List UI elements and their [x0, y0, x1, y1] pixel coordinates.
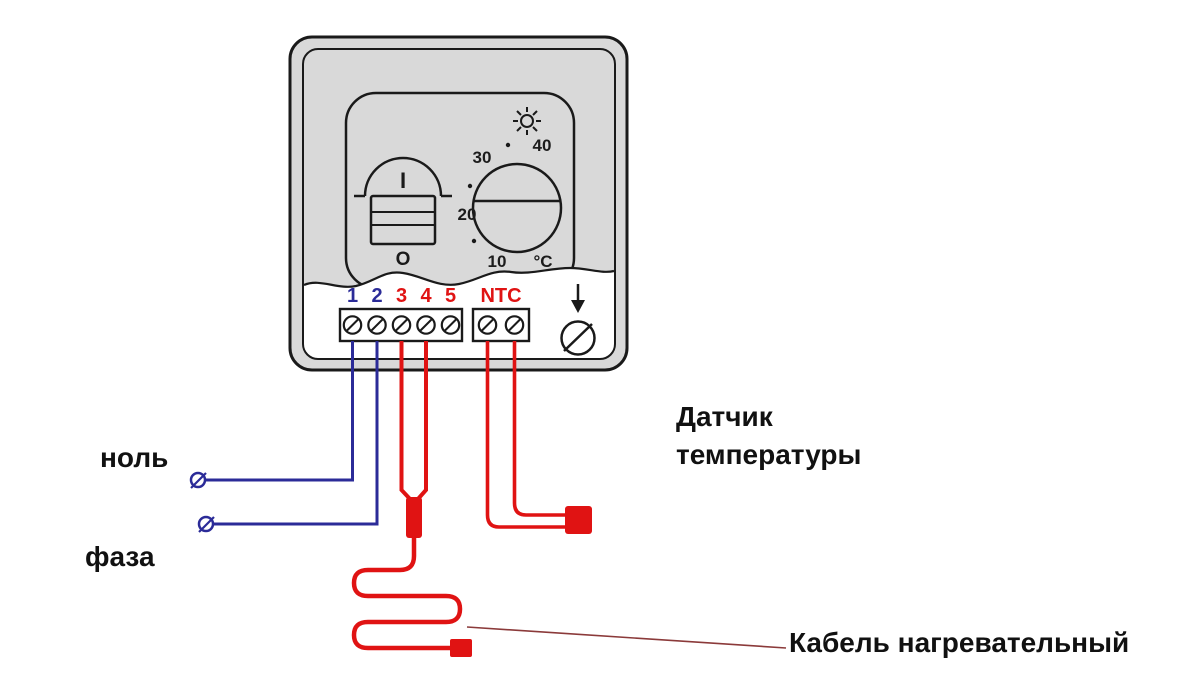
power-switch: I O [354, 156, 452, 270]
label-phase: фаза [85, 541, 155, 572]
dial-tick-10: 10 [488, 252, 507, 271]
label-sensor-line1: Датчик [676, 401, 774, 432]
sensor-wiring [485, 341, 592, 534]
dial-unit: °C [533, 252, 552, 271]
switch-grip [369, 194, 437, 246]
arrow-down-icon [571, 284, 585, 313]
phase-wire-path [214, 341, 379, 526]
heating-wire-terminal-4 [416, 341, 428, 501]
terminal-number-1: 1 [347, 285, 358, 307]
terminal-number-3: 3 [396, 285, 407, 307]
switch-off-mark: O [396, 249, 411, 270]
terminal-number-2: 2 [371, 285, 382, 307]
terminal-number-4: 4 [420, 285, 432, 307]
dial-scale-dot-1 [471, 238, 477, 244]
heating-cable-coil [351, 535, 463, 651]
phase-terminal-slash [198, 516, 215, 533]
body-inner-outline [302, 48, 616, 360]
cover-split-line [303, 266, 615, 288]
fixing-screw [560, 320, 596, 356]
ntc-label: NTC [480, 285, 521, 307]
thermostat: I O 30 40 20 10 [288, 35, 629, 372]
heating-cable [351, 341, 472, 657]
terminal-strip [338, 307, 464, 343]
neutral-wire [189, 341, 354, 489]
dial-tick-30: 30 [473, 148, 492, 167]
lamp-circle [520, 114, 534, 128]
cable-leader-line [466, 626, 787, 649]
switch-dome [363, 156, 443, 197]
cable-coupling [406, 497, 422, 538]
dial-tick-40: 40 [533, 136, 552, 155]
dial-tick-20: 20 [458, 205, 477, 224]
temperature-dial: 30 40 20 10 °C [458, 136, 563, 271]
ntc-terminal-block [471, 307, 531, 343]
heating-wire-terminal-3 [399, 341, 412, 501]
heating-indicator-lamp-icon [513, 107, 541, 135]
heating-cable-end [450, 639, 472, 657]
phase-wire [197, 341, 379, 533]
label-neutral: ноль [100, 442, 168, 473]
terminal-number-5: 5 [445, 285, 456, 307]
ntc-wire-right [512, 341, 567, 517]
neutral-terminal-slash [190, 472, 207, 489]
neutral-wire-path [206, 341, 354, 482]
ntc-wire-left [485, 341, 567, 529]
label-heating-cable: Кабель нагревательный [789, 627, 1129, 658]
dial-scale-dot-3 [505, 142, 511, 148]
label-sensor-line2: температуры [676, 439, 861, 470]
dial-knob [471, 162, 563, 254]
switch-on-mark: I [400, 168, 406, 193]
temperature-sensor [565, 506, 592, 534]
dial-scale-dot-2 [467, 183, 473, 189]
